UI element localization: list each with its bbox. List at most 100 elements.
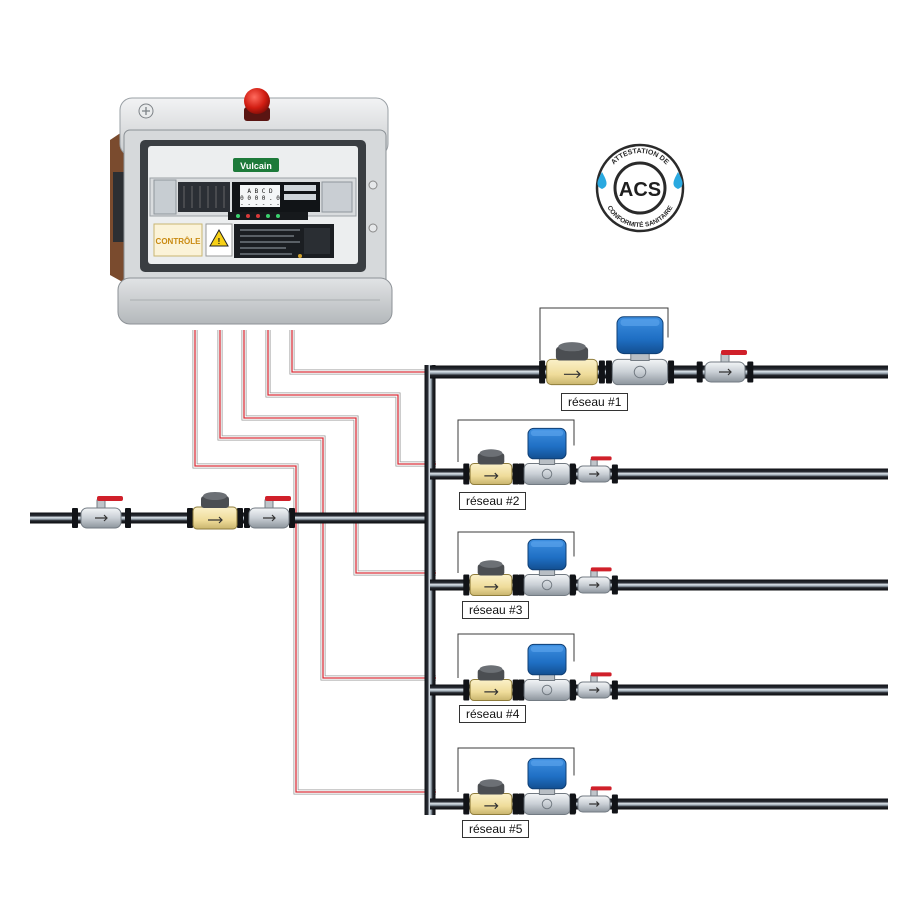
network-label-5: réseau #5 xyxy=(462,820,530,838)
pipe-flange xyxy=(463,574,470,596)
water-drop-icon xyxy=(597,172,607,189)
water-meter xyxy=(469,779,513,815)
pipe-flange xyxy=(668,360,675,384)
valve-handle xyxy=(590,567,612,572)
motorized-valve xyxy=(523,538,571,596)
display-row-3: - - - - - - xyxy=(240,201,280,208)
signal-wire xyxy=(457,633,575,678)
flow-arrow-icon xyxy=(589,471,600,477)
flow-arrow-icon xyxy=(589,582,600,588)
valve-handle xyxy=(721,350,747,355)
pipe-flange xyxy=(518,463,525,485)
valve-handle xyxy=(265,496,291,501)
flow-arrow-icon xyxy=(208,516,223,524)
cable-core xyxy=(291,330,436,373)
pipe-flange xyxy=(747,361,754,383)
flow-arrow-icon xyxy=(589,801,600,807)
pipe xyxy=(430,798,888,810)
flow-arrow-icon xyxy=(484,472,499,480)
motorized-valve xyxy=(523,643,571,701)
water-meter xyxy=(469,449,513,485)
signal-wire xyxy=(457,747,575,792)
network-label-1: réseau #1 xyxy=(561,393,629,411)
flow-arrow-icon xyxy=(589,687,600,693)
cable-core xyxy=(219,330,436,679)
pipe xyxy=(430,579,888,591)
ball-valve xyxy=(704,350,747,383)
pipe-flange xyxy=(539,360,546,384)
pipe-flange xyxy=(611,575,618,595)
pipe-flange xyxy=(463,463,470,485)
network-label-4: réseau #4 xyxy=(459,705,527,723)
warning-symbol: ! xyxy=(218,237,221,246)
ball-valve xyxy=(577,567,612,594)
water-meter xyxy=(192,492,238,530)
ball-valve xyxy=(80,496,123,529)
valve-handle xyxy=(97,496,123,501)
acs-logo-text: ACS xyxy=(619,179,661,201)
control-cables xyxy=(192,307,669,795)
water-meter xyxy=(469,560,513,596)
pipe-flange xyxy=(125,508,131,528)
emergency-stop-button xyxy=(244,88,270,121)
signal-wire xyxy=(457,531,575,573)
ball-valve xyxy=(577,786,612,813)
pipe-flange xyxy=(570,794,577,814)
pipe xyxy=(430,684,888,696)
brand-logo xyxy=(233,158,279,172)
cable-core xyxy=(194,330,436,793)
network-label-3: réseau #3 xyxy=(462,601,530,619)
flow-arrow-icon xyxy=(484,583,499,591)
badge-label: CONTRÔLE xyxy=(156,237,202,246)
pipe-flange xyxy=(463,679,470,701)
cable-core xyxy=(267,330,436,465)
valve-handle xyxy=(590,672,612,677)
pipe-flange xyxy=(187,508,193,528)
status-leds xyxy=(236,214,280,218)
flow-arrow-icon xyxy=(263,514,276,522)
pipe-fittings xyxy=(72,316,754,815)
pipe-flange xyxy=(512,463,519,485)
signal-wire xyxy=(539,307,669,360)
motorized-valve xyxy=(523,757,571,815)
pipe-flange xyxy=(237,508,243,528)
pipe-flange xyxy=(518,679,525,701)
warning-icon xyxy=(209,228,229,247)
motorized-valve xyxy=(523,427,571,485)
cable-core xyxy=(243,330,436,574)
ball-valve xyxy=(577,456,612,483)
water-meter xyxy=(546,342,598,386)
ball-valve xyxy=(577,672,612,699)
pipe-flange xyxy=(570,680,577,700)
pipe-flange xyxy=(570,575,577,595)
pipe-flange xyxy=(72,508,78,528)
water-drop-icon xyxy=(673,172,683,189)
control-cabinet: Vulcain A B C D 0 0 0 0 . 0 - - - - - - xyxy=(110,88,393,325)
display-row-1: A B C D xyxy=(247,188,273,195)
pipe-flange xyxy=(512,574,519,596)
valve-handle xyxy=(590,786,612,791)
signal-wire xyxy=(457,419,575,462)
pipe-flange xyxy=(605,360,612,384)
pipe-flange xyxy=(289,508,295,528)
motorized-valve xyxy=(611,316,669,386)
acs-certification-badge: ATTESTATION DE CONFORMITÉ SANITAIRE ACS xyxy=(595,143,685,233)
pipe-flange xyxy=(518,793,525,815)
pipe-flange xyxy=(598,360,605,384)
cable-sheath xyxy=(241,330,436,576)
water-meter xyxy=(469,665,513,701)
pipe-flange xyxy=(244,508,250,528)
flow-arrow-icon xyxy=(484,688,499,696)
valve-handle xyxy=(590,456,612,461)
ball-valve xyxy=(248,496,291,529)
brand-logo-text: Vulcain xyxy=(240,161,272,171)
pipe-flange xyxy=(518,574,525,596)
cable-sheath xyxy=(217,330,436,681)
pipe-flange xyxy=(696,361,703,383)
display-row-2: 0 0 0 0 . 0 xyxy=(240,195,280,202)
flow-arrow-icon xyxy=(563,370,581,379)
pipe-flange xyxy=(463,793,470,815)
pipe-flange xyxy=(512,793,519,815)
pipe-flange xyxy=(611,794,618,814)
pipe-flange xyxy=(570,464,577,484)
